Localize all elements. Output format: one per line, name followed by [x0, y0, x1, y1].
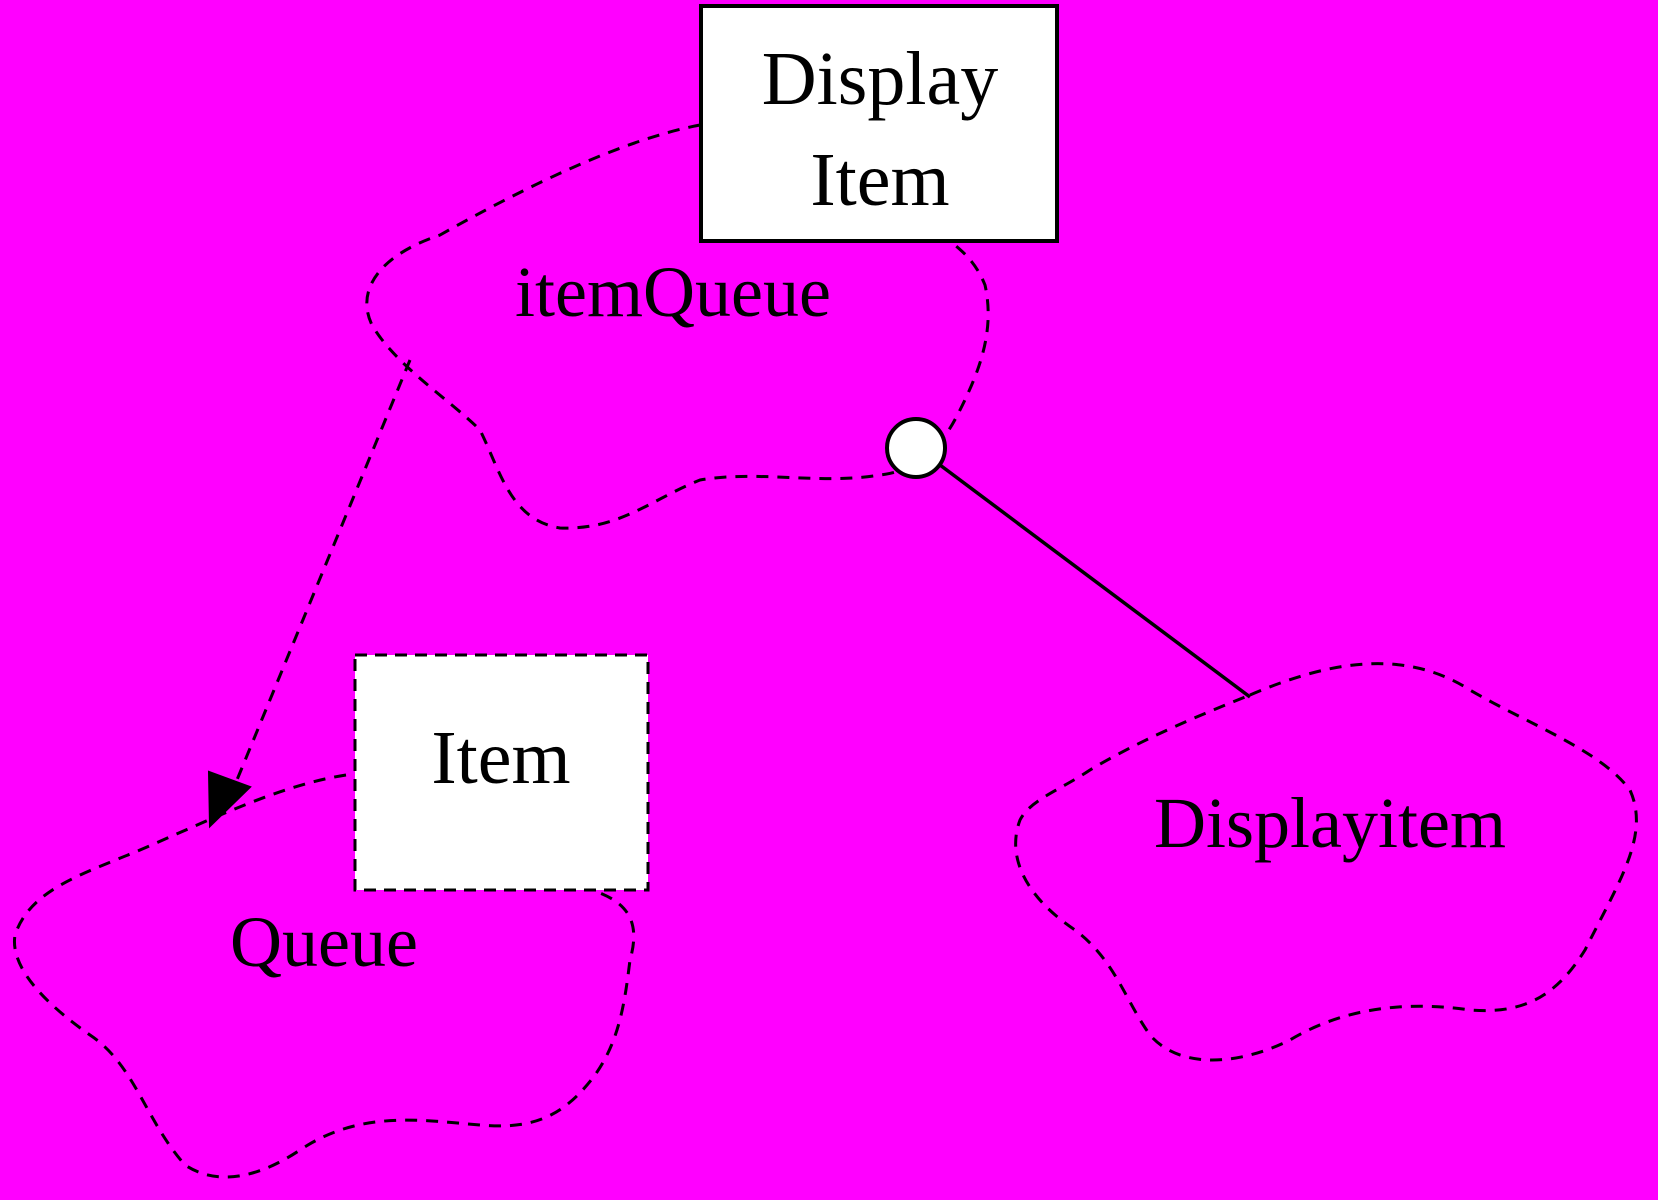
queue-label: Queue	[230, 902, 418, 982]
display-item-line1: Display	[762, 37, 998, 121]
item-parameter[interactable]: Item	[353, 653, 650, 892]
display-item-parameter[interactable]: Display Item	[699, 4, 1059, 243]
arrowhead-icon	[207, 770, 252, 829]
displayitem-cloud-outline	[1014, 662, 1638, 1062]
queue-class[interactable]: Queue	[12, 773, 636, 1179]
circle-icon	[885, 417, 947, 479]
display-item-box	[699, 4, 1059, 243]
dependency-arrow	[207, 359, 412, 829]
display-item-line2: Item	[810, 138, 949, 222]
item-box	[353, 653, 650, 892]
association-link	[885, 417, 1252, 699]
displayitem-label: Displayitem	[1154, 783, 1506, 863]
queue-cloud-outline	[12, 773, 636, 1179]
association-line	[938, 463, 1252, 699]
item-label: Item	[431, 716, 570, 800]
itemqueue-label: itemQueue	[515, 252, 831, 332]
itemqueue-class[interactable]: itemQueue	[365, 123, 990, 530]
dependency-line	[230, 359, 412, 793]
displayitem-class[interactable]: Displayitem	[1014, 662, 1638, 1062]
